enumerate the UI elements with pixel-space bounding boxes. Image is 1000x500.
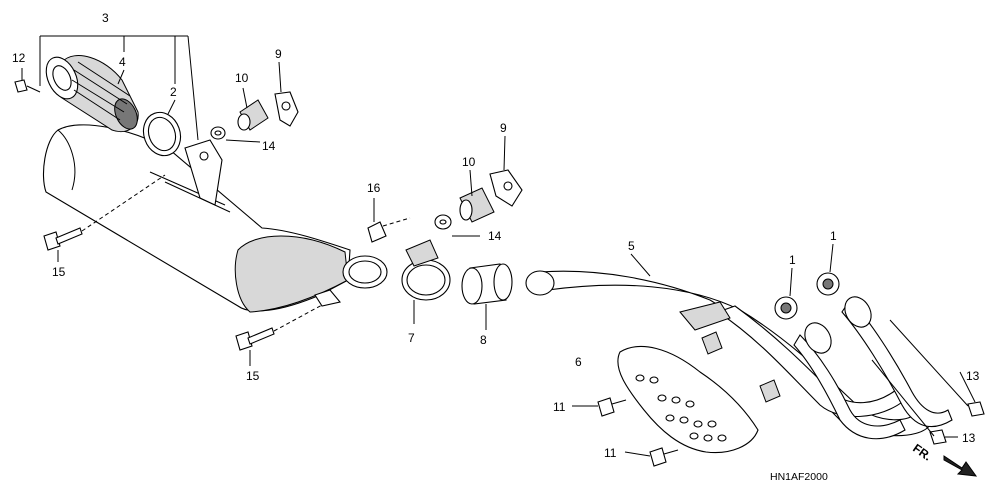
callout-7: 7 xyxy=(408,331,415,345)
callout-5: 5 xyxy=(628,239,635,253)
gasket-ring xyxy=(142,111,182,157)
callout-14-upper: 14 xyxy=(262,139,276,153)
callout-labels: 3 12 4 2 10 9 14 10 9 16 14 5 1 1 15 7 8… xyxy=(12,11,980,460)
bolt-16 xyxy=(367,217,411,243)
joint-sleeve xyxy=(461,263,513,305)
callout-16: 16 xyxy=(367,181,381,195)
callout-9-middle: 9 xyxy=(500,121,507,135)
heat-guard xyxy=(617,345,759,454)
callout-11-upper: 11 xyxy=(553,400,566,414)
callout-4: 4 xyxy=(119,55,126,69)
callout-13-upper: 13 xyxy=(966,369,980,383)
callout-10-middle: 10 xyxy=(462,155,476,169)
spark-arrester xyxy=(45,55,139,133)
callout-3: 3 xyxy=(102,11,109,25)
callout-1-left: 1 xyxy=(789,253,796,267)
callout-13-lower: 13 xyxy=(962,431,976,445)
callout-8: 8 xyxy=(480,333,487,347)
washer-14-middle xyxy=(434,214,452,230)
callout-2: 2 xyxy=(170,85,177,99)
callout-14-middle: 14 xyxy=(488,229,502,243)
grommet-10-upper xyxy=(237,99,269,131)
callout-9-upper: 9 xyxy=(275,47,282,61)
muffler-inlet xyxy=(342,255,388,289)
callout-10-upper: 10 xyxy=(235,71,249,85)
band-clamp xyxy=(401,239,451,301)
muffler xyxy=(43,124,351,313)
front-arrow-icon xyxy=(943,455,978,477)
nut-13-lower xyxy=(929,429,947,445)
callout-1-right: 1 xyxy=(830,229,837,243)
collar-9-middle xyxy=(489,169,523,207)
grommet-10-middle xyxy=(459,187,495,223)
callout-15-upper: 15 xyxy=(52,265,66,279)
heat-guard-holes xyxy=(635,374,727,442)
bolt-12 xyxy=(14,79,41,93)
front-label: FR. xyxy=(910,441,934,464)
bolt-11-lower xyxy=(649,447,679,467)
bolt-15-upper xyxy=(43,174,166,251)
flange-nut-1-left xyxy=(774,296,798,320)
nut-13-upper xyxy=(967,401,985,417)
flange-nut-1-right xyxy=(816,272,840,296)
callout-12: 12 xyxy=(12,51,26,65)
callout-11-lower: 11 xyxy=(604,446,617,460)
front-direction-indicator: FR. xyxy=(910,441,978,477)
callout-6: 6 xyxy=(575,355,582,369)
bolt-15-lower xyxy=(235,304,323,351)
bolt-11-upper xyxy=(597,397,627,417)
callout-15-lower: 15 xyxy=(246,369,260,383)
washer-14-upper xyxy=(210,126,226,140)
collar-9-upper xyxy=(274,91,299,127)
diagram-code: HN1AF2000 xyxy=(770,471,828,483)
leader-lines xyxy=(21,35,976,457)
